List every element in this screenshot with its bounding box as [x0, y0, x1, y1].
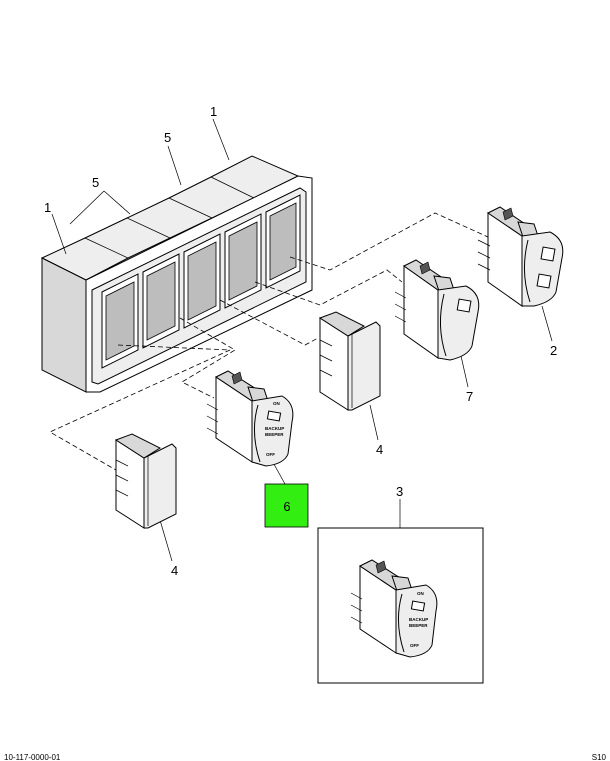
callout-4-left: 4: [171, 563, 178, 578]
callout-4-center: 4: [376, 442, 383, 457]
kit-switch-on-label: ON: [417, 591, 424, 596]
kit-box-3: ON BACKUP BEEPER OFF: [317, 527, 484, 684]
blank-filler-4-center: [318, 311, 381, 411]
housing-slot: [101, 273, 139, 369]
housing-slot: [142, 253, 180, 349]
kit-frame: [317, 527, 484, 684]
callout-5-left: 5: [92, 175, 99, 190]
switch-off-label: OFF: [266, 452, 275, 457]
footer-sheet-code: S10: [592, 753, 607, 761]
footer-drawing-number: 10-117-0000-01: [4, 753, 61, 761]
housing-slot: [183, 233, 221, 329]
kit-switch-legend-line2: BEEPER: [409, 623, 428, 628]
leader-lines: [51, 118, 553, 562]
housing-slot: [224, 213, 262, 309]
rocker-switch-6: ON BACKUP BEEPER OFF: [206, 370, 294, 467]
switch-on-label: ON: [273, 401, 280, 406]
blank-filler-4-left: [114, 433, 177, 529]
switch-legend-line1: BACKUP: [265, 426, 284, 431]
callout-1-top: 1: [210, 104, 217, 119]
rocker-switch-7: [394, 259, 480, 361]
callout-labels: 1 5 5 1 2 7 4 4 3: [44, 104, 557, 578]
callout-3: 3: [396, 484, 403, 499]
switch-panel-housing: [40, 155, 313, 393]
highlight-callout-6[interactable]: 6: [264, 483, 309, 528]
kit-rocker-switch: ON BACKUP BEEPER OFF: [350, 559, 438, 658]
assembly-dashed-lines: [49, 212, 489, 471]
highlight-box[interactable]: [264, 483, 309, 528]
callout-1-left: 1: [44, 200, 51, 215]
callout-6[interactable]: 6: [283, 499, 290, 514]
housing-slot: [265, 194, 301, 289]
kit-switch-off-label: OFF: [410, 643, 419, 648]
rocker-switch-2: [477, 206, 564, 307]
kit-switch-legend-line1: BACKUP: [409, 617, 428, 622]
switch-legend-line2: BEEPER: [265, 432, 284, 437]
callout-5-top: 5: [164, 130, 171, 145]
callout-2: 2: [550, 343, 557, 358]
callout-7: 7: [466, 389, 473, 404]
